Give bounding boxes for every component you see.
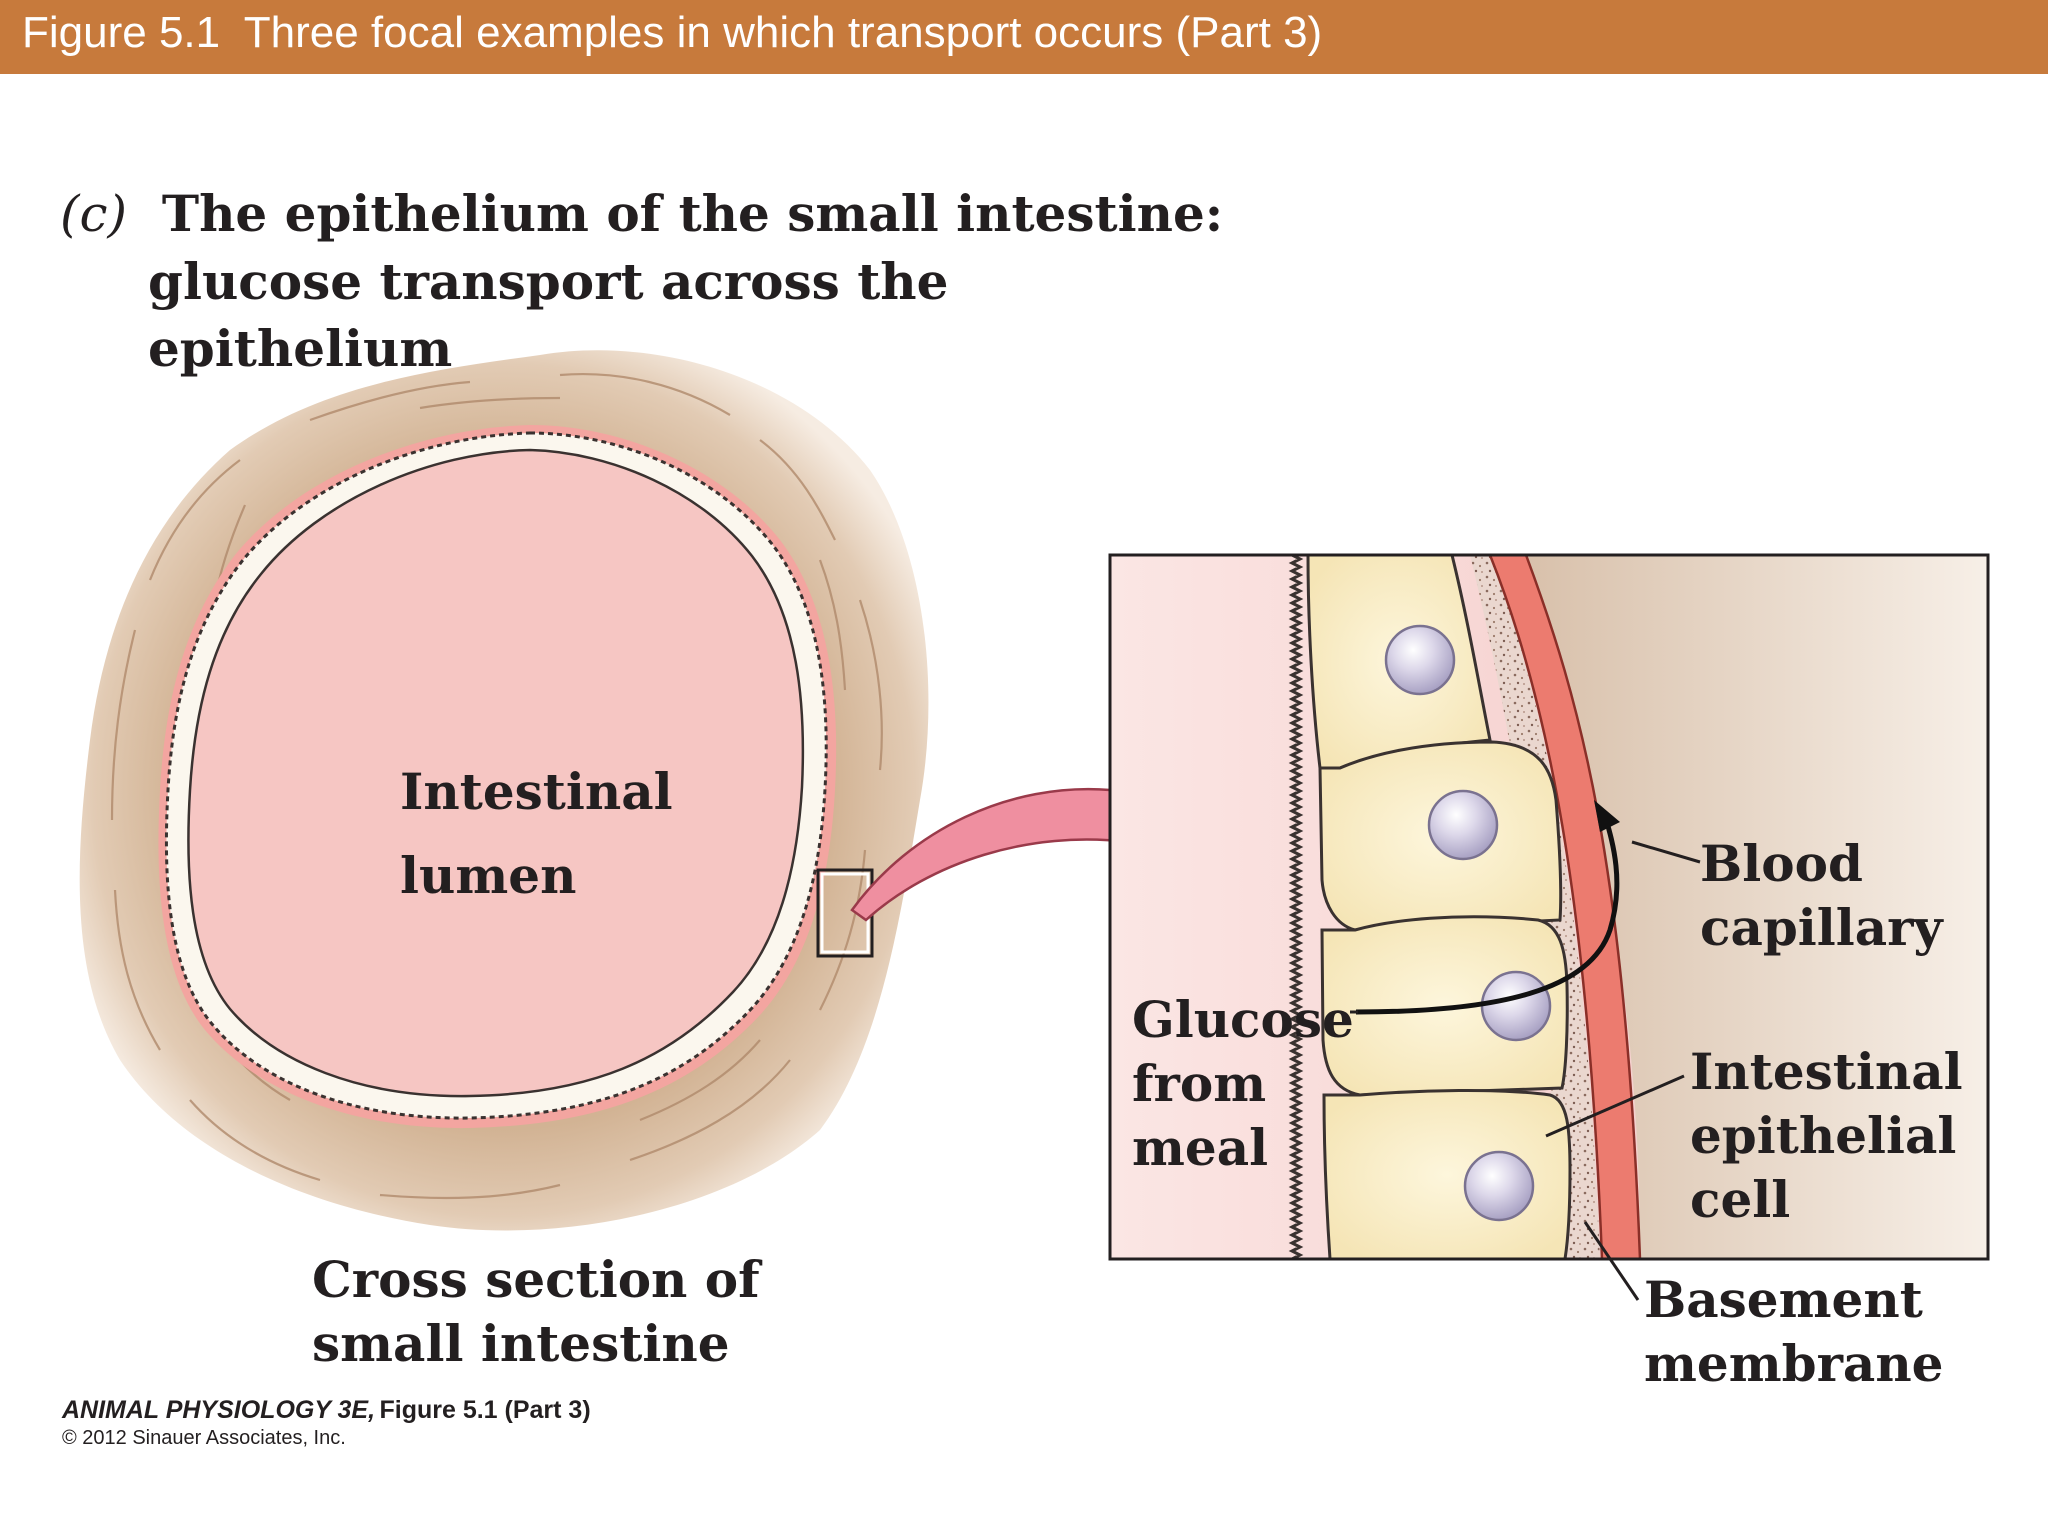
cell-nuclei	[1384, 624, 1552, 1222]
inset-border	[1108, 553, 1990, 1261]
epithelial-cell	[1322, 1088, 1572, 1259]
panel-heading-line1: (c) The epithelium of the small intestin…	[60, 184, 1224, 243]
figure-credit: ANIMAL PHYSIOLOGY 3E, Figure 5.1 (Part 3…	[62, 1396, 591, 1450]
capillary-label: Blood capillary	[1700, 834, 1943, 957]
nucleus	[1480, 970, 1552, 1042]
slide-title: Figure 5.1 Three focal examples in which…	[22, 8, 1323, 57]
intestine-cross-section	[79, 350, 929, 1231]
epithelial-cell-label: Intestinal epithelial cell	[1690, 1042, 1963, 1229]
leader-lines	[1350, 840, 1701, 1301]
panel-heading: (c) The epithelium of the small intestin…	[60, 180, 1223, 382]
panel-heading-line2: glucose transport across the	[148, 252, 949, 311]
title-bar: Figure 5.1 Three focal examples in which…	[0, 0, 2048, 74]
microvilli	[1288, 555, 1304, 1259]
lumen-label: Intestinal lumen	[400, 762, 673, 905]
nucleus	[1427, 789, 1499, 861]
nucleus	[1463, 1150, 1535, 1222]
cross-section-caption: Cross section of small intestine	[312, 1250, 760, 1373]
glucose-arrowhead	[1594, 800, 1620, 832]
book-title: ANIMAL PHYSIOLOGY 3E,	[62, 1396, 376, 1424]
intestinal-lumen	[187, 448, 805, 1098]
epithelial-leader	[1545, 1074, 1685, 1138]
blood-capillary	[1488, 555, 1642, 1259]
panel-letter: (c)	[60, 185, 128, 243]
figure-ref: Figure 5.1 (Part 3)	[379, 1396, 591, 1424]
glucose-path	[1355, 811, 1620, 1015]
panel-heading-line3: epithelium	[148, 319, 453, 378]
basement-membrane-label: Basement membrane	[1644, 1270, 1944, 1393]
capillary-leader	[1631, 840, 1701, 864]
glucose-label: Glucose from meal	[1132, 990, 1354, 1177]
nucleus	[1384, 624, 1456, 696]
wall-texture	[110, 372, 883, 1200]
basement-leader	[1583, 1221, 1640, 1301]
epithelium-inset	[1110, 555, 1988, 1259]
copyright: © 2012 Sinauer Associates, Inc.	[62, 1427, 346, 1449]
